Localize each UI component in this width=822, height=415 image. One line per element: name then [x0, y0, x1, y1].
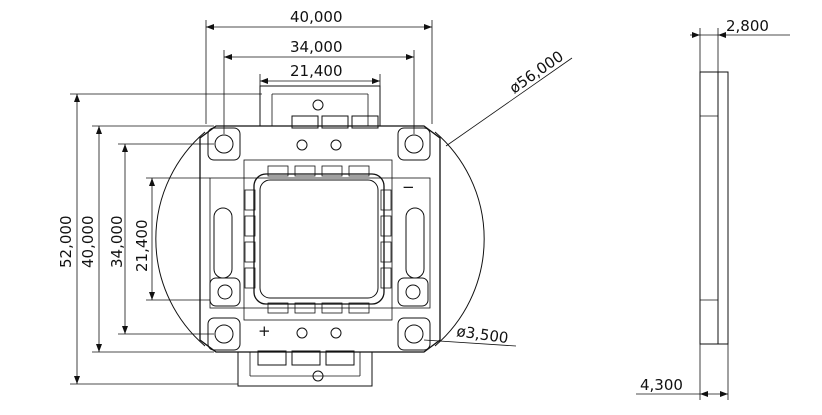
top-pad-3	[351, 115, 379, 129]
dim-label-width-holes: 34,000	[290, 38, 343, 56]
inner-frame	[209, 177, 431, 309]
polarity-plus: +	[258, 322, 271, 340]
dimension-width-holes: 34,000	[223, 38, 415, 134]
bottom-pad-3	[325, 350, 355, 366]
dim-label-width-inner: 21,400	[290, 62, 343, 80]
front-view: + −	[155, 85, 485, 387]
outer-circle-left-arc	[155, 131, 206, 347]
bottom-pad-1	[257, 350, 287, 366]
die-pads-left	[244, 189, 256, 289]
dimension-height-holes: 34,000	[108, 143, 214, 335]
dimension-height-body: 40,000	[79, 125, 214, 353]
die-pads-right	[380, 189, 392, 289]
left-slot	[213, 207, 233, 279]
dim-label-side-top: 2,800	[726, 17, 769, 35]
bottom-tab-hole	[312, 370, 324, 382]
dimension-width-inner: 21,400	[259, 62, 381, 86]
bottom-terminal-tab	[237, 352, 373, 387]
top-pad-1	[291, 115, 319, 129]
inner-hole-right	[397, 277, 429, 307]
dim-label-height-body: 40,000	[79, 216, 97, 269]
mounting-hole-bottom-right	[397, 317, 431, 351]
pin-hole-bottom-left	[296, 327, 308, 339]
right-slot	[405, 207, 425, 279]
dimension-width-outer: 40,000	[205, 8, 433, 124]
side-body	[699, 71, 729, 345]
dim-label-height-inner: 21,400	[133, 220, 151, 273]
emitting-area	[259, 179, 379, 299]
dimension-height-inner: 21,400	[133, 177, 210, 301]
die-pads-top	[267, 165, 370, 177]
bottom-pad-2	[291, 350, 321, 366]
die-boundary	[243, 159, 393, 321]
dim-label-height-outer: 52,000	[57, 216, 75, 269]
top-terminal-tab	[259, 85, 381, 126]
dim-label-diameter: ø56,000	[506, 47, 567, 97]
outer-circle-right-arc	[434, 131, 485, 347]
pin-hole-top-right	[330, 139, 342, 151]
side-view: 2,800 4,300	[636, 17, 790, 400]
dimension-diameter: ø56,000	[445, 47, 573, 147]
dimension-height-outer: 52,000	[57, 93, 262, 385]
polarity-minus: −	[402, 178, 415, 196]
pin-hole-bottom-right	[330, 327, 342, 339]
dim-label-side-bottom: 4,300	[640, 376, 683, 394]
die-pads-bottom	[267, 302, 370, 314]
body-outline	[199, 125, 441, 353]
top-tab-hole	[312, 99, 324, 111]
dimension-hole-diameter: ø3,500	[423, 322, 517, 347]
inner-hole-left	[209, 277, 241, 307]
dim-label-height-holes: 34,000	[108, 216, 126, 269]
pin-hole-top-left	[296, 139, 308, 151]
top-pad-2	[321, 115, 349, 129]
dim-label-hole-diameter: ø3,500	[455, 322, 509, 347]
dim-label-width-outer: 40,000	[290, 8, 343, 26]
die-outer	[253, 173, 385, 305]
